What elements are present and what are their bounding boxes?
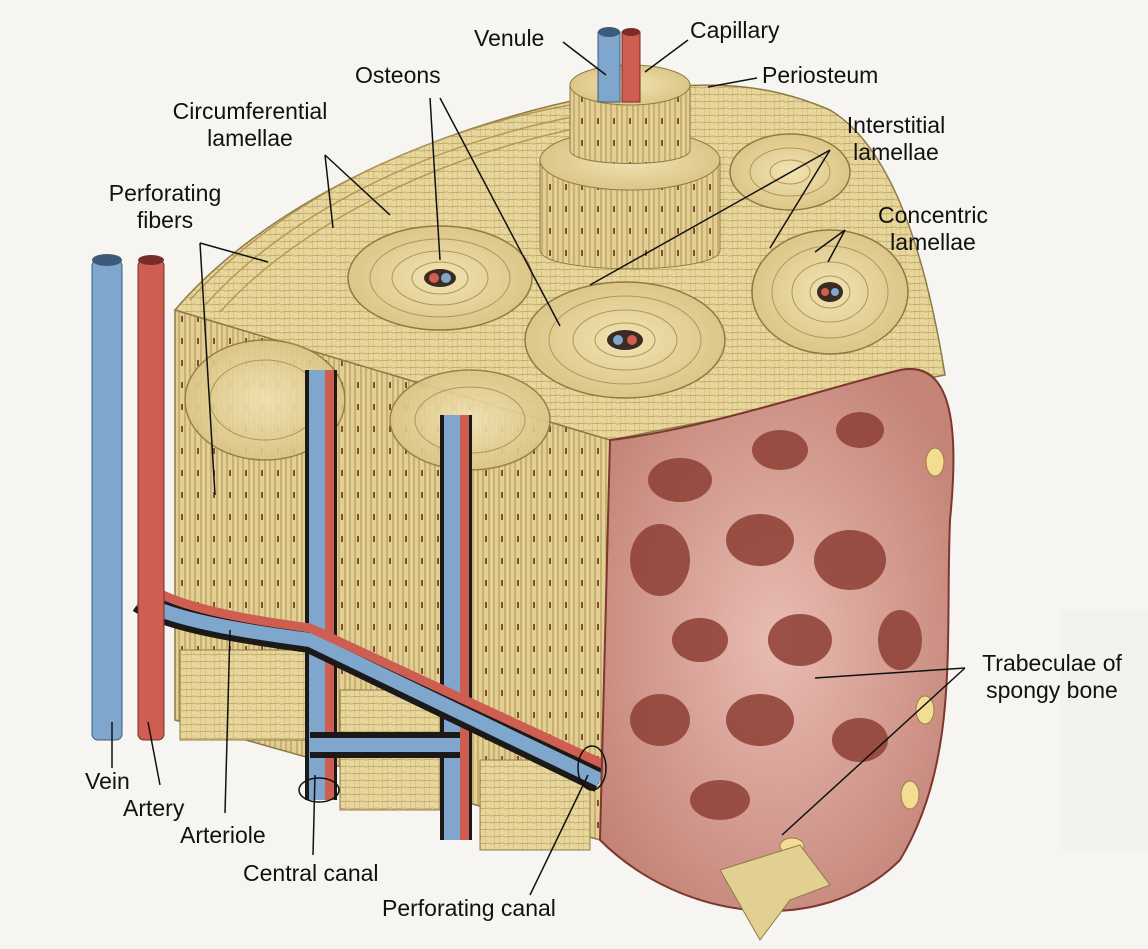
label-perforating-fibers-line2: fibers <box>95 207 235 234</box>
external-vessels <box>92 254 164 740</box>
label-capillary: Capillary <box>690 17 779 44</box>
background-page-texture <box>1060 610 1148 850</box>
protruding-osteon <box>540 27 720 269</box>
label-circumferential-lamellae: Circumferential lamellae <box>155 98 345 152</box>
label-perforating-fibers-line1: Perforating <box>95 180 235 207</box>
label-artery: Artery <box>123 795 184 822</box>
label-trabeculae-line1: Trabeculae of <box>962 650 1142 677</box>
label-periosteum: Periosteum <box>762 62 878 89</box>
label-interstitial-lamellae: Interstitial lamellae <box>826 112 966 166</box>
label-concentric-lamellae: Concentric lamellae <box>858 202 1008 256</box>
label-venule: Venule <box>474 25 544 52</box>
label-osteons: Osteons <box>355 62 441 89</box>
label-circumferential-line1: Circumferential <box>155 98 345 125</box>
label-circumferential-line2: lamellae <box>155 125 345 152</box>
label-concentric-line2: lamellae <box>858 229 1008 256</box>
label-perforating-fibers: Perforating fibers <box>95 180 235 234</box>
label-central-canal: Central canal <box>243 860 379 887</box>
label-trabeculae-line2: spongy bone <box>962 677 1142 704</box>
osteon <box>348 226 532 330</box>
label-vein: Vein <box>85 768 130 795</box>
label-concentric-line1: Concentric <box>858 202 1008 229</box>
label-interstitial-line1: Interstitial <box>826 112 966 139</box>
osteon <box>525 282 725 398</box>
label-interstitial-line2: lamellae <box>826 139 966 166</box>
label-trabeculae: Trabeculae of spongy bone <box>962 650 1142 704</box>
label-perforating-canal: Perforating canal <box>382 895 556 922</box>
label-arteriole: Arteriole <box>180 822 266 849</box>
spongy-bone <box>600 369 953 940</box>
